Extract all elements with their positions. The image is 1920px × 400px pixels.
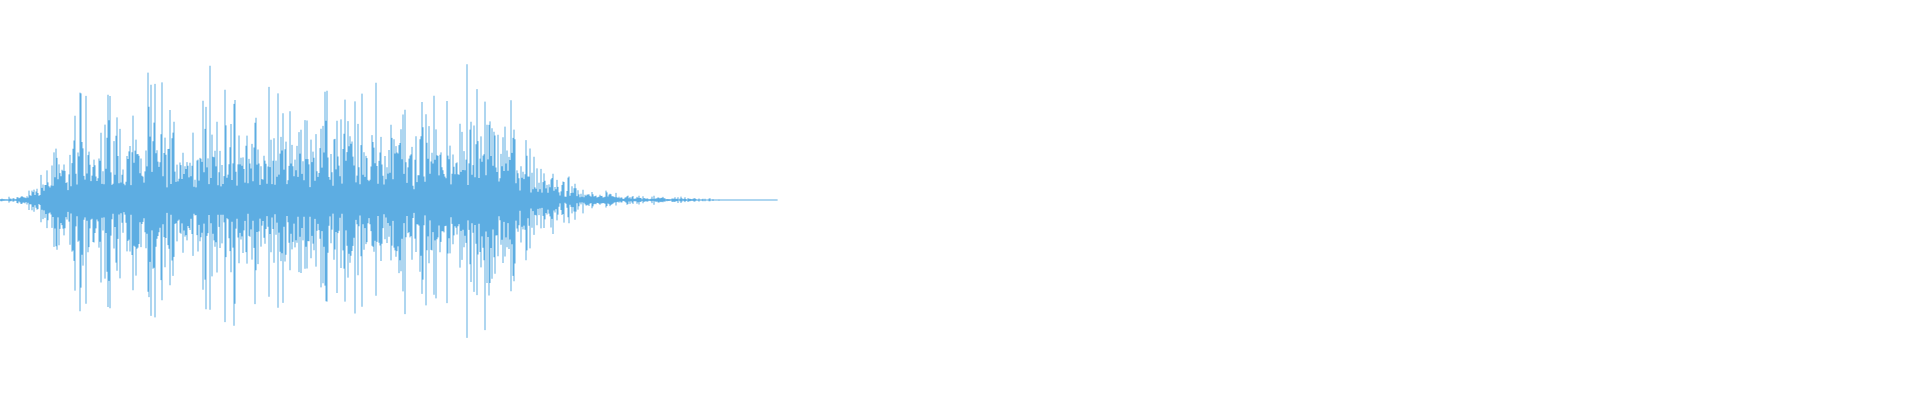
- waveform-samples: [0, 64, 778, 338]
- waveform-trace: [0, 64, 723, 338]
